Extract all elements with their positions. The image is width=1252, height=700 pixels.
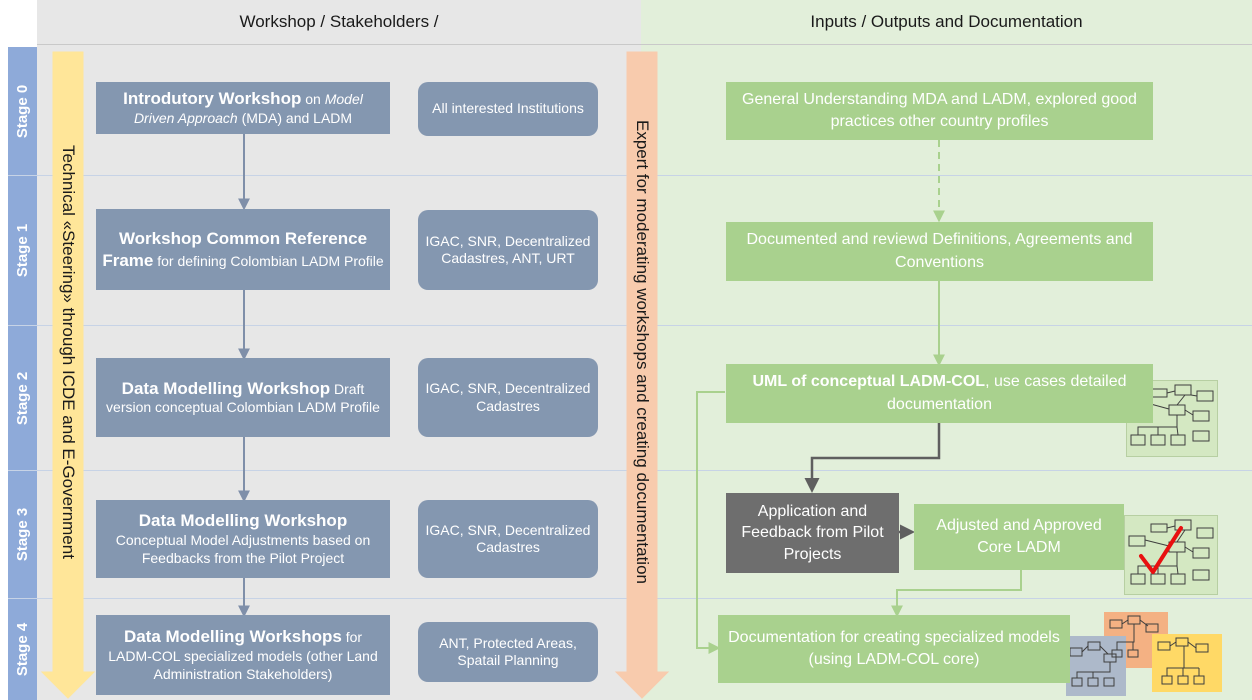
flow-arrow xyxy=(891,570,1022,618)
workshop-box-stage-0: Introdutory Workshop on Model Driven App… xyxy=(96,82,390,134)
stakeholder-box-stage-3: IGAC, SNR, Decentralized Cadastres xyxy=(418,500,598,578)
stakeholder-box-stage-0: All interested Institutions xyxy=(418,82,598,136)
workshop-box-stage-4: Data Modelling Workshops for LADM-COL sp… xyxy=(96,615,390,695)
flow-arrow xyxy=(804,423,941,493)
steering-arrow xyxy=(40,51,96,699)
stage-4-label: Stage 4 xyxy=(8,599,37,700)
stage-0-label: Stage 0 xyxy=(8,47,37,175)
output-box-stage-1: Documented and reviewd Definitions, Agre… xyxy=(726,222,1153,281)
pilot-projects-box: Application and Feedback from Pilot Proj… xyxy=(726,493,899,573)
stage-3-label: Stage 3 xyxy=(8,471,37,598)
specialized-models-thumbnails xyxy=(1066,612,1226,696)
stage-2-label: Stage 2 xyxy=(8,326,37,470)
uml-diagram-icon xyxy=(1128,519,1214,585)
flow-arrow xyxy=(696,391,725,654)
workshop-box-stage-2: Data Modelling Workshop Draft version co… xyxy=(96,358,390,437)
approved-model-thumbnail xyxy=(1124,515,1218,595)
workshop-box-stage-1: Workshop Common Reference Frame for defi… xyxy=(96,209,390,290)
output-box-stage-3: Adjusted and Approved Core LADM xyxy=(914,504,1124,570)
checkmark-icon xyxy=(1139,526,1183,574)
uml-diagram-icon xyxy=(1069,615,1209,687)
yellow-model-thumbnail xyxy=(1152,634,1222,692)
stakeholder-box-stage-2: IGAC, SNR, Decentralized Cadastres xyxy=(418,358,598,437)
output-box-stage-4: Documentation for creating specialized m… xyxy=(718,615,1070,683)
steering-label: Technical «Steering» through ICDE and E-… xyxy=(59,145,78,559)
header-outputs: Inputs / Outputs and Documentation xyxy=(641,0,1252,45)
output-box-stage-0: General Understanding MDA and LADM, expl… xyxy=(726,82,1153,140)
stakeholder-box-stage-4: ANT, Protected Areas, Spatail Planning xyxy=(418,622,598,682)
expert-arrow xyxy=(614,51,670,699)
expert-label: Expert for moderating workshops and crea… xyxy=(633,120,653,584)
stage-1-label: Stage 1 xyxy=(8,176,37,325)
stakeholder-box-stage-1: IGAC, SNR, Decentralized Cadastres, ANT,… xyxy=(418,210,598,290)
output-box-stage-2: UML of conceptual LADM-COL, use cases de… xyxy=(726,364,1153,423)
header-workshops: Workshop / Stakeholders / xyxy=(37,0,641,45)
